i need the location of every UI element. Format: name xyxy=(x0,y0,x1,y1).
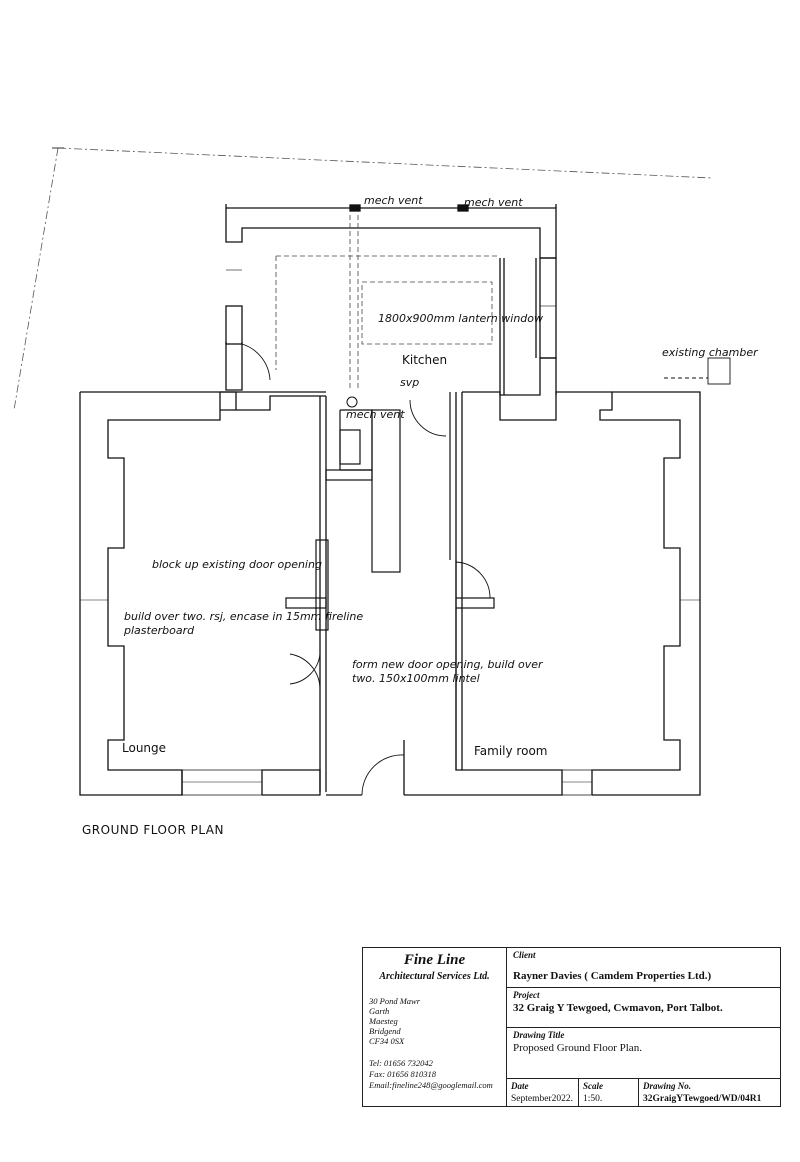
date-label: Date xyxy=(511,1081,529,1091)
kitchen-label: Kitchen xyxy=(402,353,447,367)
drawing-no-value: 32GraigYTewgoed/WD/04R1 xyxy=(643,1094,762,1104)
existing-chamber-label: existing chamber xyxy=(662,346,759,359)
lantern-window-outline xyxy=(275,215,500,390)
date-value: September2022. xyxy=(511,1094,574,1104)
date-cell: Date September2022. xyxy=(507,1079,579,1106)
project-value: 32 Graig Y Tewgoed, Cwmavon, Port Talbot… xyxy=(513,1002,723,1015)
drawing-title-cell: Drawing Title Proposed Ground Floor Plan… xyxy=(507,1028,780,1079)
build-over-label-2: plasterboard xyxy=(123,624,195,637)
title-block: Fine Line Architectural Services Ltd. 30… xyxy=(362,947,781,1107)
address-line: Garth xyxy=(369,1006,390,1016)
client-cell: Client Rayner Davies ( Camdem Properties… xyxy=(507,948,780,989)
scale-cell: Scale 1:50. xyxy=(579,1079,639,1106)
drawing-title-label: Drawing Title xyxy=(513,1029,565,1040)
site-boundary xyxy=(13,147,713,411)
drawing-no-cell: Drawing No. 32GraigYTewgoed/WD/04R1 xyxy=(639,1079,780,1106)
block-up-label: block up existing door opening xyxy=(152,558,322,571)
firm-email: Email:fineline248@googlemail.com xyxy=(369,1080,493,1090)
address-line: CF34 0SX xyxy=(369,1036,405,1046)
form-door-label-2: two. 150x100mm lintel xyxy=(352,672,480,685)
firm-name: Fine Line xyxy=(403,952,466,968)
drawing-meta-row: Date September2022. Scale 1:50. Drawing … xyxy=(507,1079,780,1106)
project-cell: Project 32 Graig Y Tewgoed, Cwmavon, Por… xyxy=(507,988,780,1028)
floor-plan-drawing: mech vent mech vent 1800x900mm lantern w… xyxy=(13,147,759,837)
project-label: Project xyxy=(513,990,540,1001)
form-door-label-1: form new door opening, build over xyxy=(352,658,544,671)
address-line: Bridgend xyxy=(369,1026,401,1036)
mech-vent-label-2: mech vent xyxy=(464,196,523,209)
window-markings xyxy=(80,269,700,783)
build-over-label-1: build over two. rsj, encase in 15mm fire… xyxy=(124,610,363,623)
drawing-title-value: Proposed Ground Floor Plan. xyxy=(513,1041,642,1054)
address-line: 30 Pond Mawr xyxy=(369,996,420,1006)
mech-vent-label-1: mech vent xyxy=(364,194,423,207)
firm-subtitle: Architectural Services Ltd. xyxy=(379,971,490,982)
door-swings xyxy=(241,343,491,796)
address-line: Maesteg xyxy=(369,1016,398,1026)
firm-tel: Tel: 01656 732042 xyxy=(369,1058,433,1068)
firm-address: 30 Pond Mawr Garth Maesteg Bridgend CF34… xyxy=(369,996,500,1046)
firm-contact: Tel: 01656 732042 Fax: 01656 810318 Emai… xyxy=(369,1058,500,1091)
plan-title: GROUND FLOOR PLAN xyxy=(82,823,224,837)
lounge-label: Lounge xyxy=(122,741,166,755)
drawing-no-label: Drawing No. xyxy=(643,1081,692,1091)
mech-vent-label-3: mech vent xyxy=(346,408,405,421)
firm-panel: Fine Line Architectural Services Ltd. 30… xyxy=(363,948,507,1106)
internal-walls xyxy=(285,392,495,770)
family-room-label: Family room xyxy=(474,744,547,758)
scale-value: 1:50. xyxy=(583,1094,603,1104)
existing-chamber-symbol xyxy=(664,357,731,385)
svp-label: svp xyxy=(400,376,419,389)
drawing-info-panel: Client Rayner Davies ( Camdem Properties… xyxy=(507,948,780,1106)
client-value: Rayner Davies ( Camdem Properties Ltd.) xyxy=(513,970,712,982)
scale-label: Scale xyxy=(583,1081,603,1091)
kitchen-extension-walls xyxy=(225,204,557,396)
lantern-label: 1800x900mm lantern window xyxy=(378,312,543,325)
main-house-walls xyxy=(79,391,701,796)
svp-symbol xyxy=(346,396,358,408)
client-label: Client xyxy=(513,950,536,960)
firm-fax: Fax: 01656 810318 xyxy=(369,1069,437,1079)
